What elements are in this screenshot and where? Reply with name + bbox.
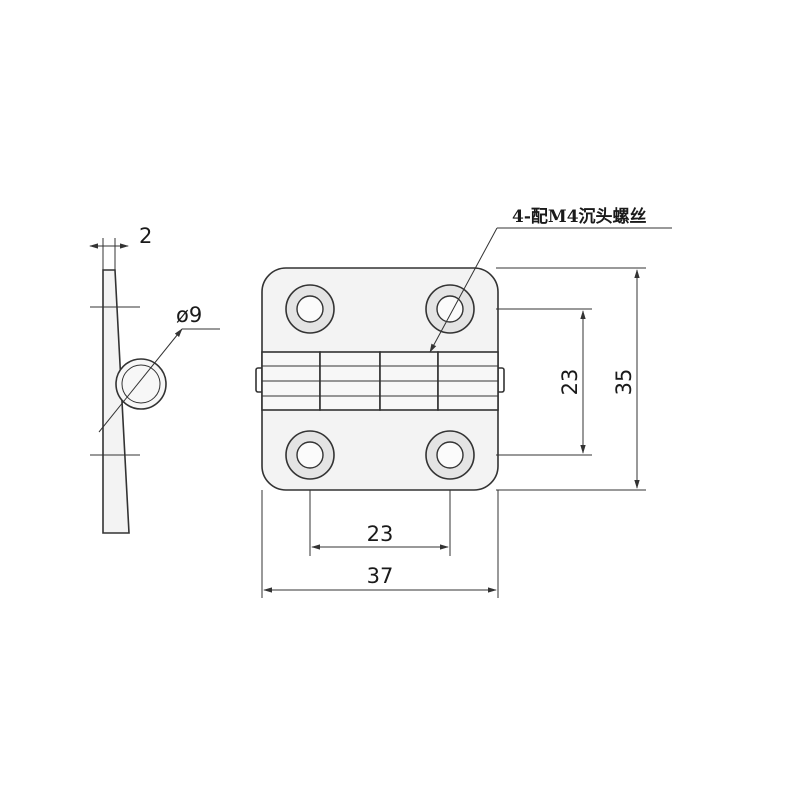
horizontal-hole-spacing-label: 23 — [367, 522, 394, 546]
hole-note: 4-配M4沉头螺丝 — [512, 206, 647, 227]
mounting-hole-bottom-left — [285, 430, 335, 480]
hole-note-leader — [429, 227, 498, 353]
mounting-hole-top-right — [425, 284, 475, 334]
overall-width-label: 37 — [367, 564, 394, 588]
side-view-knuckle-inner — [121, 364, 161, 404]
side-view-plate-profile — [102, 269, 130, 534]
side-view-knuckle — [115, 358, 167, 410]
diameter-leader — [98, 328, 183, 433]
thickness-label: 2 — [139, 224, 152, 248]
mounting-hole-bottom-right — [425, 430, 475, 480]
overall-height-label: 35 — [612, 369, 636, 396]
side-view: 2 ø9 — [89, 224, 220, 534]
vertical-hole-spacing-label: 23 — [558, 369, 582, 396]
diameter-label: ø9 — [176, 303, 202, 327]
front-view: 4-配M4沉头螺丝 23 35 23 37 — [255, 206, 672, 598]
mounting-hole-top-left — [285, 284, 335, 334]
